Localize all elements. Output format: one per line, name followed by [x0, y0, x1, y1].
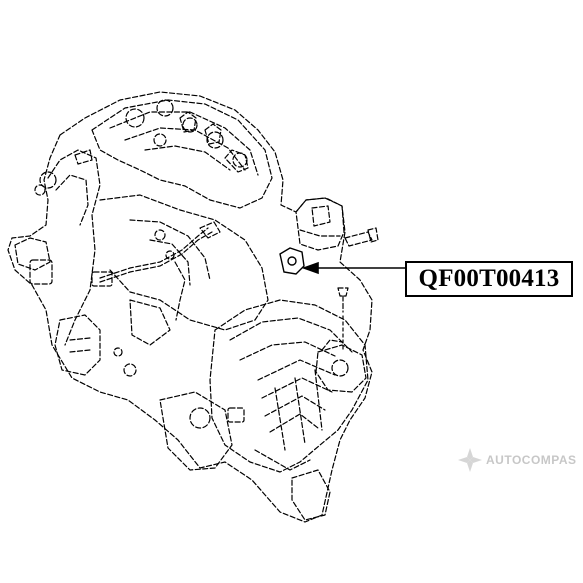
mount-bolt: [344, 231, 373, 247]
timing-cover: [47, 149, 101, 346]
watermark: AUTOCOMPAS: [456, 446, 577, 474]
part-number-box: QF00T00413: [405, 261, 573, 297]
harness-wire: [99, 227, 209, 279]
bushing-part: [279, 247, 305, 275]
leader-arrow: [301, 261, 405, 275]
transmission-case: [209, 299, 369, 473]
valve-cover: [91, 99, 273, 209]
engine-outline: [7, 91, 373, 523]
autocompas-compass-logo-icon: [458, 448, 482, 472]
mount-bracket: [295, 197, 345, 251]
watermark-text: AUTOCOMPAS: [486, 453, 577, 467]
engine-block: [99, 194, 269, 331]
part-number-label: QF00T00413: [418, 265, 560, 292]
